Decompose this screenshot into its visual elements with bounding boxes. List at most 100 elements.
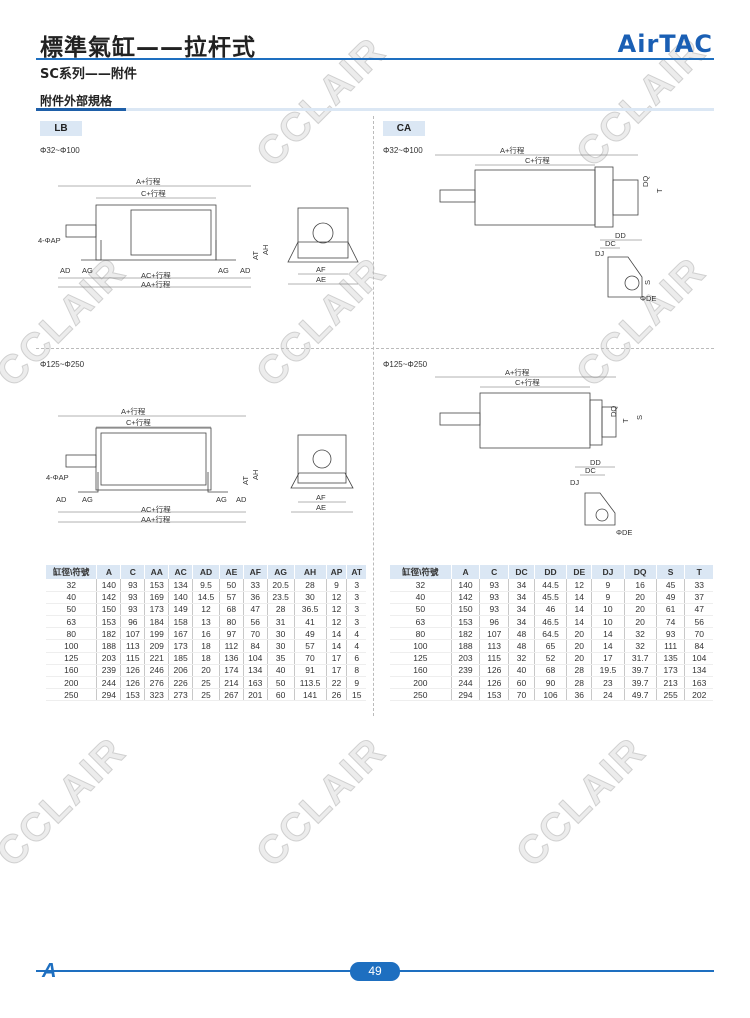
drawing-line	[312, 222, 334, 244]
table-cell: 32	[623, 639, 657, 653]
table-cell: 153	[479, 688, 509, 702]
drawing-line	[589, 399, 603, 446]
table-cell: 36.5	[293, 603, 327, 617]
dimension-label: C+行程	[141, 188, 166, 198]
table-cell: 221	[144, 652, 169, 665]
table-cell: 26	[325, 688, 347, 702]
table-cell: 14	[591, 627, 625, 641]
table-cell: 91	[293, 664, 327, 678]
table-cell: 23	[591, 676, 625, 690]
table-cell: 80	[46, 627, 97, 641]
dimension-label: C+行程	[515, 377, 540, 387]
dimension-label: ΦDE	[640, 294, 656, 303]
table-cell: 160	[46, 664, 97, 678]
table-cell: 214	[218, 676, 244, 690]
table-cell: 30	[266, 639, 295, 653]
table-cell: 141	[293, 688, 327, 702]
table-cell: 142	[450, 591, 480, 604]
table-cell: 34	[508, 579, 535, 592]
table-cell: 203	[450, 652, 480, 665]
table-cell: 111	[655, 639, 685, 653]
dimension-label: S	[635, 415, 644, 420]
dimension-label: AH	[251, 470, 260, 480]
table-cell: 45.5	[533, 591, 567, 604]
ca-range-large: Φ125~Φ250	[383, 360, 428, 369]
column-header: S	[655, 565, 685, 579]
table-cell: 96	[479, 615, 509, 629]
table-cell: 14	[566, 603, 592, 617]
table-cell: 93	[655, 627, 685, 641]
table-cell: 20	[566, 639, 592, 653]
dimension-label: AC+行程	[141, 270, 171, 280]
table-cell: 115	[120, 652, 145, 665]
column-header: 缸徑\符號	[390, 565, 452, 579]
column-header: DQ	[623, 565, 657, 579]
table-cell: 126	[120, 664, 145, 678]
drawing-line	[78, 472, 228, 493]
column-header: AP	[325, 565, 347, 579]
drawing-line	[612, 179, 639, 216]
table-cell: 50	[266, 676, 295, 690]
drawing-line	[100, 432, 207, 486]
table-cell: 39.7	[623, 664, 657, 678]
table-cell: 93	[120, 603, 145, 617]
drawing-line	[584, 492, 616, 526]
table-cell: 84	[242, 639, 268, 653]
table-cell: 9.5	[192, 579, 220, 592]
watermark: CCLAIR	[0, 728, 135, 876]
drawing-line	[607, 256, 643, 298]
column-header: AH	[293, 565, 327, 579]
table-cell: 14.5	[192, 591, 220, 604]
dimension-label: DJ	[570, 478, 579, 487]
table-cell: 70	[293, 652, 327, 665]
table-cell: 188	[450, 639, 480, 653]
table-cell: 49	[293, 627, 327, 641]
table-cell: 22	[325, 676, 347, 690]
drawing-line	[287, 241, 359, 263]
dimension-label: S	[643, 280, 652, 285]
table-cell: 32	[623, 627, 657, 641]
table-cell: 153	[96, 615, 121, 629]
section-divider	[36, 108, 714, 111]
table-cell: 12	[325, 591, 347, 604]
drawing-line	[312, 449, 332, 469]
table-cell: 3	[346, 603, 366, 617]
watermark: CCLAIR	[247, 728, 395, 876]
table-cell: 294	[450, 688, 480, 702]
table-cell: 46	[533, 603, 567, 617]
table-cell: 36	[242, 591, 268, 604]
page-subtitle: SC系列——附件	[40, 67, 137, 82]
table-cell: 239	[96, 664, 121, 678]
column-header: DD	[533, 565, 567, 579]
table-cell: 20	[623, 591, 657, 604]
table-cell: 140	[168, 591, 193, 604]
dimension-label: T	[655, 188, 664, 193]
table-cell: 182	[450, 627, 480, 641]
table-cell: 153	[450, 615, 480, 629]
table-cell: 323	[144, 688, 169, 702]
table-cell: 15	[346, 688, 366, 702]
table-cell: 14	[325, 627, 347, 641]
table-cell: 100	[46, 639, 97, 653]
page-number: 49	[350, 962, 400, 981]
table-cell: 9	[591, 579, 625, 592]
table-cell: 61	[655, 603, 685, 617]
table-cell: 107	[120, 627, 145, 641]
column-header: AT	[346, 565, 366, 579]
ca-tag: CA	[383, 121, 425, 136]
column-header: T	[684, 565, 713, 579]
table-cell: 30	[266, 627, 295, 641]
table-cell: 40	[266, 664, 295, 678]
table-cell: 115	[479, 652, 509, 665]
brand-logo: AirTAC	[617, 30, 713, 58]
column-header: AF	[242, 565, 268, 579]
